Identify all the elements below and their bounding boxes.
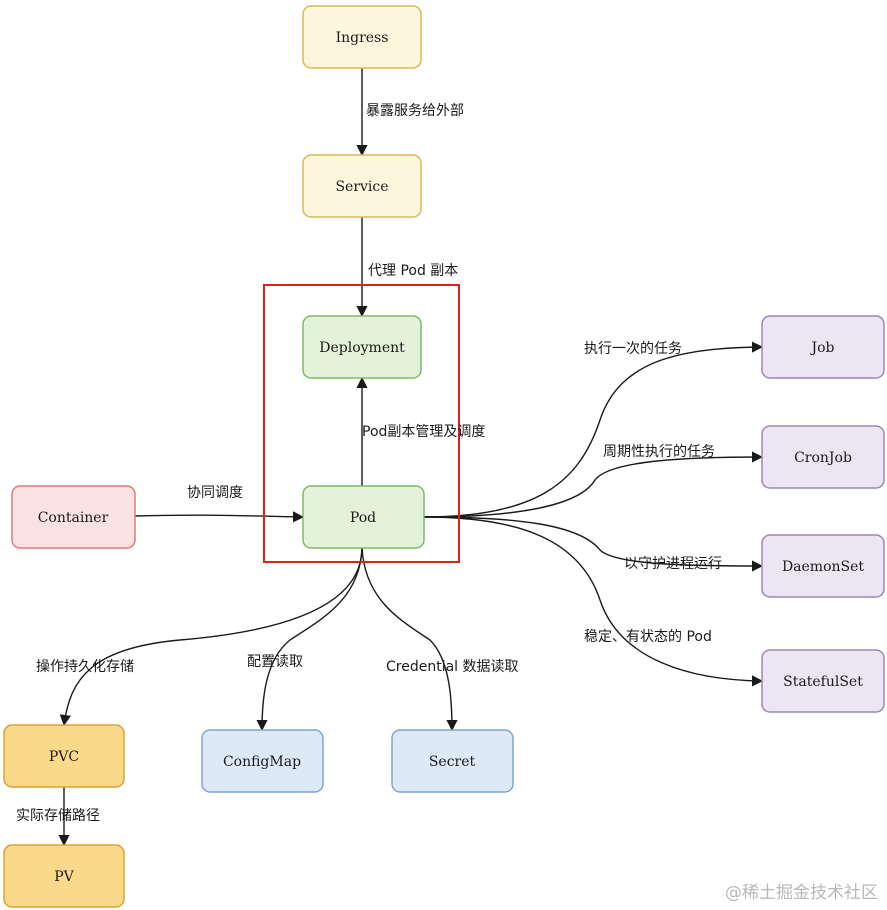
node-ingress[interactable]: Ingress: [302, 5, 422, 69]
node-job[interactable]: Job: [761, 315, 885, 379]
node-secret[interactable]: Secret: [391, 729, 514, 793]
node-pvc-label: PVC: [49, 749, 79, 765]
node-secret-label: Secret: [429, 754, 476, 770]
edge-label-pod-deployment: Pod副本管理及调度: [362, 424, 485, 440]
highlight-box: [263, 284, 460, 563]
node-service-label: Service: [335, 179, 388, 195]
edge-label-pod-daemonset: 以守护进程运行: [624, 556, 722, 572]
edge-label-pvc-pv: 实际存储路径: [16, 808, 100, 824]
node-configmap[interactable]: ConfigMap: [201, 729, 324, 793]
node-cronjob[interactable]: CronJob: [761, 425, 885, 489]
edge-pod-cronjob: [423, 451, 764, 518]
edge-pod-pvc: [59, 547, 363, 727]
edge-label-pod-statefulset: 稳定、有状态的 Pod: [584, 629, 712, 645]
node-container[interactable]: Container: [11, 485, 136, 549]
node-pod-label: Pod: [350, 510, 376, 526]
watermark: @稀土掘金技术社区: [725, 883, 878, 903]
node-statefulset[interactable]: StatefulSet: [761, 649, 885, 713]
edge-label-pod-configmap: 配置读取: [247, 653, 303, 670]
node-statefulset-label: StatefulSet: [783, 674, 863, 690]
edges: [58, 68, 764, 847]
edge-pod-job: [423, 341, 764, 518]
node-cronjob-label: CronJob: [794, 450, 852, 466]
edge-label-pod-secret: Credential 数据读取: [386, 658, 519, 675]
node-ingress-label: Ingress: [336, 30, 389, 46]
node-container-label: Container: [38, 510, 109, 526]
edge-pod-configmap: [256, 547, 363, 732]
node-pod[interactable]: Pod: [302, 485, 425, 549]
edge-label-pod-cronjob: 周期性执行的任务: [603, 444, 715, 460]
node-daemonset-label: DaemonSet: [782, 559, 864, 575]
edge-container-pod: [134, 511, 305, 523]
edge-label-service-deployment: 代理 Pod 副本: [368, 263, 458, 279]
edge-label-pod-pvc: 操作持久化存储: [36, 659, 134, 675]
node-configmap-label: ConfigMap: [223, 754, 301, 770]
edge-label-ingress-service: 暴露服务给外部: [366, 103, 464, 119]
edge-pod-statefulset: [423, 516, 764, 687]
node-pvc[interactable]: PVC: [3, 724, 125, 788]
node-daemonset[interactable]: DaemonSet: [761, 534, 885, 598]
edge-label-container-pod: 协同调度: [187, 485, 243, 501]
node-pv[interactable]: PV: [3, 844, 125, 908]
edge-label-pod-job: 执行一次的任务: [584, 341, 682, 357]
node-job-label: Job: [809, 340, 834, 356]
edge-pod-secret: [361, 547, 458, 732]
node-pv-label: PV: [54, 869, 74, 885]
node-service[interactable]: Service: [302, 154, 422, 218]
node-deployment[interactable]: Deployment: [302, 315, 422, 379]
edge-pod-daemonset: [423, 516, 764, 572]
node-deployment-label: Deployment: [319, 340, 405, 356]
